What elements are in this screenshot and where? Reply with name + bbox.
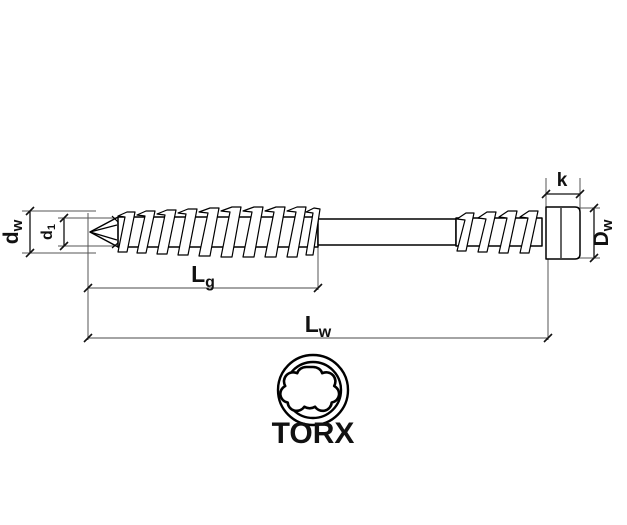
torx-caption: TORX [272,417,355,450]
dimension-label-d1: d1 [39,224,58,240]
dimension-label-dw: dw [0,219,26,244]
dimension-Lw: Lw [83,311,553,343]
dimension-label-Lw: Lw [305,311,332,341]
dimension-k: k [541,170,585,199]
dimension-label-Lg: Lg [191,261,215,291]
dimension-d1: d1 [39,213,69,251]
dimension-Lg: Lg [83,261,323,293]
dimension-Dw: Dw [589,203,616,263]
dimension-label-k: k [557,170,568,191]
torx-star-icon [279,365,341,413]
dimension-dw: dw [0,206,35,258]
upper-thread-section [456,210,539,254]
dimension-label-Dw: Dw [590,219,616,246]
torx-drive-symbol: TORX [272,353,355,450]
tip-notch-detail [89,215,119,249]
torx-outer-ring [276,353,350,427]
screw-body [89,206,581,260]
lower-thread-section [117,206,321,258]
screw-head [545,206,581,260]
